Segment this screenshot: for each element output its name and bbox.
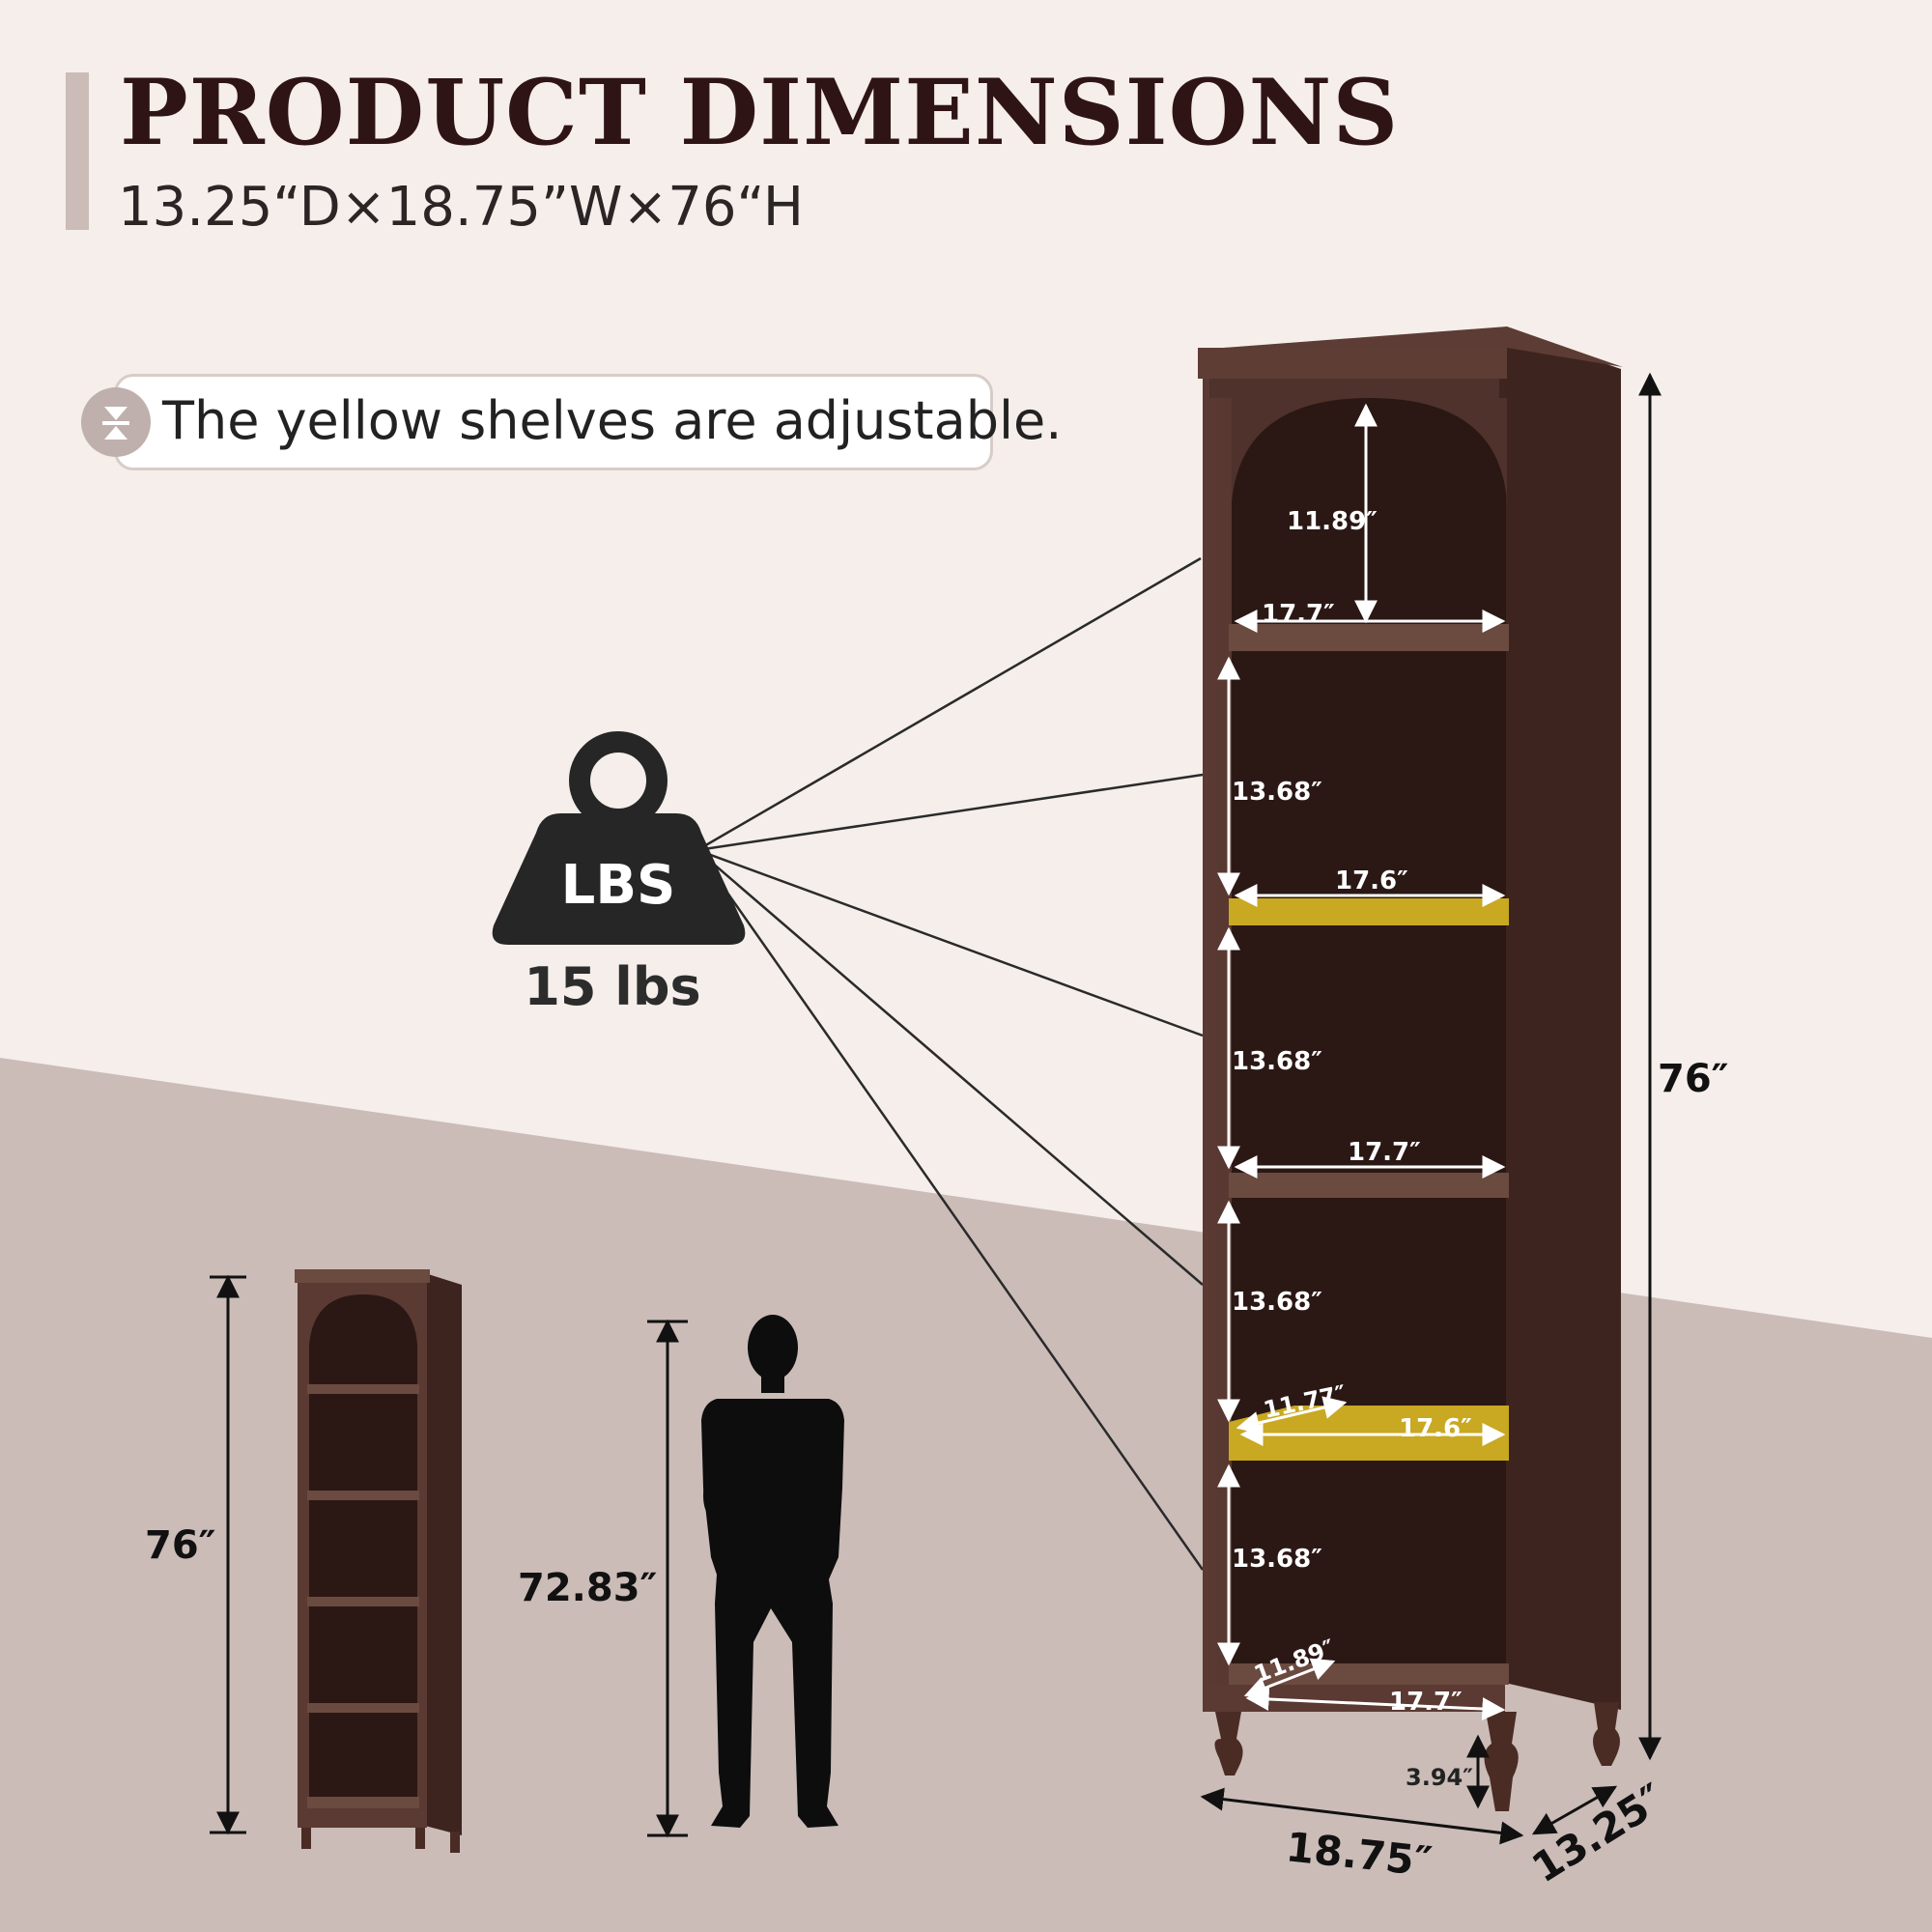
section2-height-label: 13.68″ — [1232, 1047, 1322, 1076]
mid-shelf-width-label: 17.7″ — [1348, 1138, 1421, 1167]
comparison-arrows — [210, 1274, 688, 1838]
page-subtitle: 13.25“D×18.75”W×76“H — [118, 176, 804, 239]
section1-height-label: 13.68″ — [1232, 778, 1322, 807]
adjustable-callout — [114, 374, 993, 470]
bottom-width-label: 17.7″ — [1389, 1688, 1463, 1717]
adj-shelf1-width-label: 17.6″ — [1335, 867, 1408, 895]
inner-dimension-arrows — [1217, 403, 1506, 1721]
leg-height-label: 3.94″ — [1406, 1764, 1473, 1791]
top-shelf-width-label: 17.7″ — [1262, 600, 1335, 629]
weight-badge-label: LBS — [561, 854, 676, 917]
total-height-label: 76″ — [1658, 1057, 1729, 1101]
comparison-person-height-label: 72.83″ — [518, 1566, 657, 1610]
adjust-icon — [81, 387, 151, 457]
weight-connector-lines — [696, 556, 1205, 1571]
comparison-shelf-height-label: 76″ — [145, 1523, 216, 1568]
person-silhouette — [701, 1315, 844, 1828]
weight-icon — [492, 731, 746, 945]
section4-height-label: 13.68″ — [1232, 1545, 1322, 1574]
adjustable-callout-text: The yellow shelves are adjustable. — [162, 390, 1063, 451]
outer-dimension-arrows — [1200, 372, 1662, 1845]
section3-height-label: 13.68″ — [1232, 1288, 1322, 1317]
page-title: PRODUCT DIMENSIONS — [120, 60, 1400, 166]
adj-shelf2-width-label: 17.6″ — [1399, 1414, 1472, 1443]
arch-height-label: 11.89″ — [1287, 507, 1378, 536]
weight-value-label: 15 lbs — [524, 956, 700, 1017]
small-bookcase — [295, 1269, 462, 1853]
title-accent-bar — [66, 72, 89, 230]
